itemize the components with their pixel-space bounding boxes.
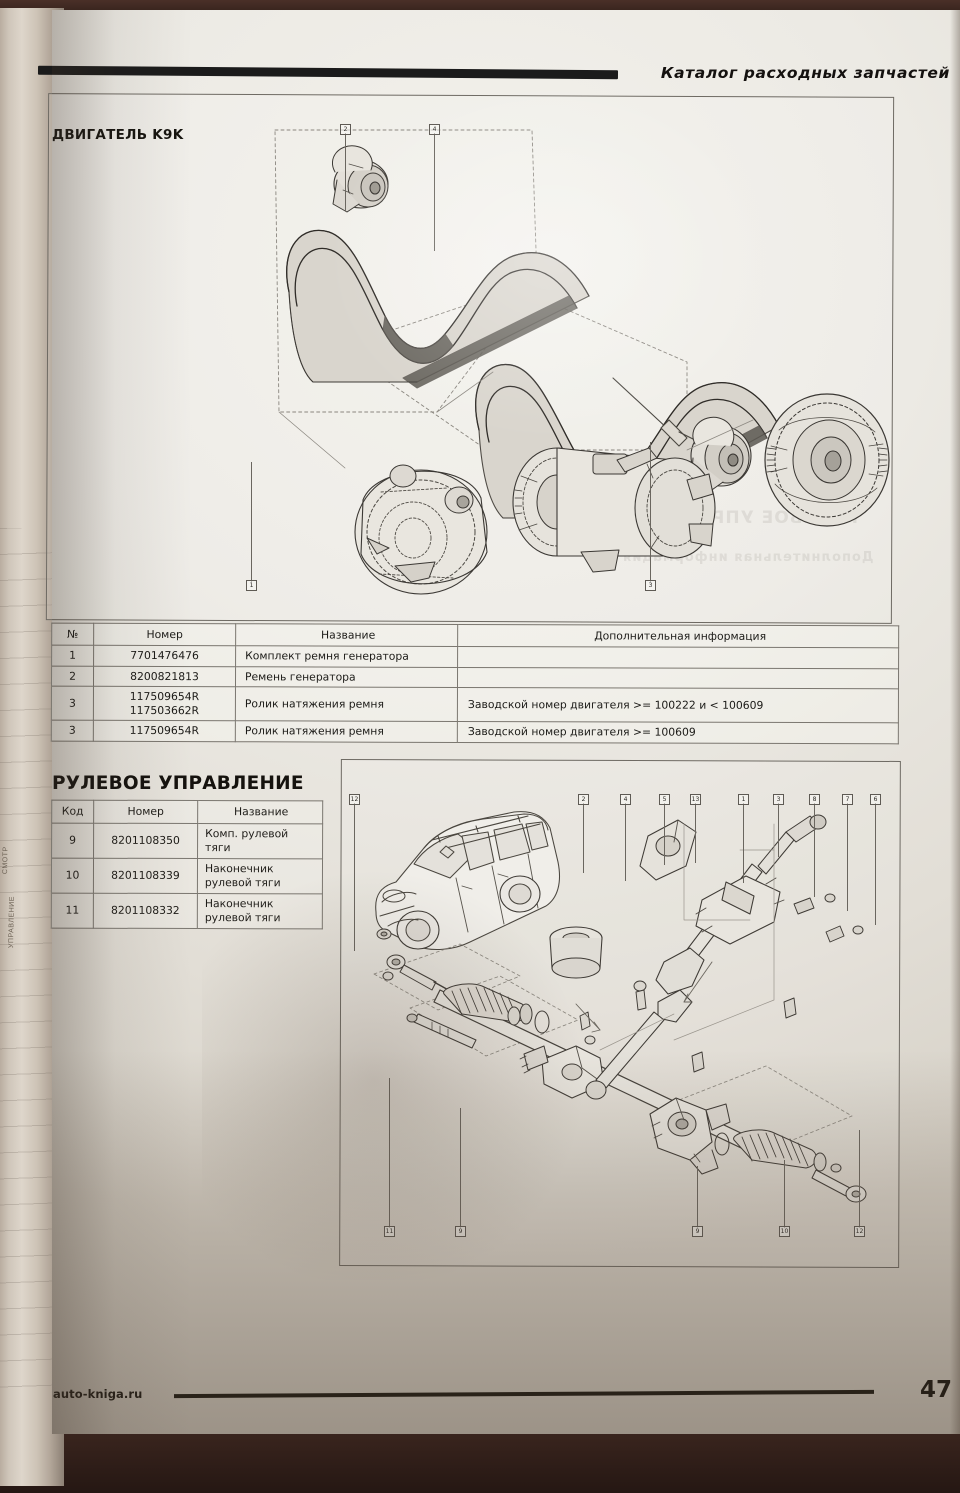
th-name: Название: [197, 800, 323, 824]
steering-leader-10: [784, 1160, 785, 1228]
table-row: 10 8201108339 Наконечник рулевой тяги: [51, 858, 323, 895]
th-code: Код: [51, 800, 94, 824]
cell-no: 3: [51, 686, 94, 721]
steering-callout-6: 6: [870, 794, 881, 805]
catalog-header-title: Каталог расходных запчастей: [660, 64, 950, 82]
cell-code: 11: [51, 893, 94, 929]
steering-leader-5: [664, 803, 665, 865]
engine-parts-table: № Номер Название Дополнительная информац…: [51, 623, 899, 745]
cell-number: 8201108332: [93, 893, 198, 929]
gutter-text-fragment-2: УПРАВЛЕНИЕ: [8, 896, 16, 949]
cell-no: 3: [51, 720, 94, 742]
th-no: №: [51, 623, 94, 646]
steering-leader-1: [743, 803, 744, 883]
table-surface-bottom: [0, 1432, 960, 1493]
table-header-row: № Номер Название Дополнительная информац…: [51, 623, 899, 649]
th-number: Номер: [93, 623, 236, 647]
th-number: Номер: [93, 800, 198, 824]
steering-leader-3: [778, 803, 779, 857]
steering-callout-9-left: 9: [455, 1226, 466, 1237]
engine-callout-4: 4: [429, 124, 440, 135]
steering-leader-12-bottom: [859, 1130, 860, 1228]
cell-info: Заводской номер двигателя >= 100609: [457, 721, 899, 744]
cell-code: 10: [51, 858, 94, 894]
table-row: 11 8201108332 Наконечник рулевой тяги: [51, 893, 323, 930]
header-rule: [37, 65, 619, 80]
steering-leader-8: [814, 803, 815, 897]
cell-name: Комплект ремня генератора: [235, 646, 458, 668]
table-row: 9 8201108350 Комп. рулевой тяги: [51, 823, 323, 860]
steering-leader-9-left: [460, 1108, 461, 1228]
cell-no: 1: [51, 645, 94, 667]
table-row: 3 117509654R 117503662R Ролик натяжения …: [51, 686, 899, 724]
steering-callout-11: 11: [384, 1226, 395, 1237]
gutter-text-fragment-1: СМОТР: [2, 846, 10, 875]
steering-leader-9-right: [697, 1166, 698, 1228]
steering-callout-5: 5: [659, 794, 670, 805]
footer-site-logo: auto-kniga.ru: [53, 1387, 143, 1401]
steering-callout-8: 8: [809, 794, 820, 805]
cell-number: 8201108350: [93, 823, 198, 859]
engine-leader-line-2: [345, 133, 346, 211]
table-header-row: Код Номер Название: [51, 800, 323, 824]
steering-callout-7: 7: [842, 794, 853, 805]
table-row: 3 117509654R Ролик натяжения ремня Завод…: [51, 720, 899, 744]
page-number: 47: [919, 1377, 952, 1403]
steering-callout-12-bottom: 12: [854, 1226, 865, 1237]
steering-leader-6: [875, 803, 876, 925]
steering-leader-11: [389, 1078, 390, 1228]
cell-number: 7701476476: [93, 645, 236, 667]
steering-leader-13: [695, 803, 696, 863]
cell-name: Комп. рулевой тяги: [197, 823, 323, 860]
cell-info: Заводской номер двигателя >= 100222 и < …: [457, 687, 899, 724]
cell-info: [457, 646, 899, 669]
steering-callout-10: 10: [779, 1226, 790, 1237]
steering-parts-table: Код Номер Название 9 8201108350 Комп. ру…: [51, 800, 323, 930]
cell-name: Ремень генератора: [235, 666, 458, 688]
engine-accessory-belt-exploded-diagram: [217, 120, 917, 610]
steering-leader-4: [625, 803, 626, 881]
cell-number: 117509654R: [93, 720, 236, 742]
cell-no: 2: [51, 666, 94, 687]
steering-callout-2: 2: [578, 794, 589, 805]
steering-callout-3: 3: [773, 794, 784, 805]
cell-code: 9: [51, 823, 94, 859]
engine-leader-line-4: [434, 133, 435, 251]
engine-callout-1: 1: [246, 580, 257, 591]
table-row: 2 8200821813 Ремень генератора: [51, 666, 899, 690]
catalog-page: Каталог расходных запчастей РУЛЕВОЕ УПРА…: [37, 10, 960, 1434]
cell-name: Ролик натяжения ремня: [235, 721, 458, 743]
engine-section-title: ДВИГАТЕЛЬ K9K: [52, 127, 184, 143]
steering-leader-12-top: [354, 803, 355, 951]
engine-leader-line-3: [650, 442, 651, 582]
steering-section-title: РУЛЕВОЕ УПРАВЛЕНИЕ: [52, 773, 304, 794]
cell-number: 8200821813: [93, 666, 236, 688]
steering-callout-1: 1: [738, 794, 749, 805]
steering-callout-9-right: 9: [692, 1226, 703, 1237]
cell-name: Наконечник рулевой тяги: [197, 858, 323, 895]
steering-system-exploded-diagram: [344, 764, 896, 1262]
steering-callout-13: 13: [690, 794, 701, 805]
th-info: Дополнительная информация: [457, 624, 899, 649]
cell-name: Ролик натяжения ремня: [235, 687, 458, 722]
cell-number: 8201108339: [93, 858, 198, 894]
steering-callout-12-top: 12: [349, 794, 360, 805]
engine-callout-3: 3: [645, 580, 656, 591]
adjacent-page-lines: [0, 528, 56, 1388]
cell-info: [457, 667, 899, 690]
steering-leader-7: [847, 803, 848, 911]
engine-leader-line-1: [251, 462, 252, 582]
steering-callout-4: 4: [620, 794, 631, 805]
footer-rule: [173, 1389, 875, 1399]
cell-name: Наконечник рулевой тяги: [197, 893, 323, 930]
engine-callout-2: 2: [340, 124, 351, 135]
table-row: 1 7701476476 Комплект ремня генератора: [51, 645, 899, 669]
cell-number: 117509654R 117503662R: [93, 686, 236, 722]
steering-leader-2: [583, 803, 584, 873]
th-name: Название: [235, 623, 458, 647]
